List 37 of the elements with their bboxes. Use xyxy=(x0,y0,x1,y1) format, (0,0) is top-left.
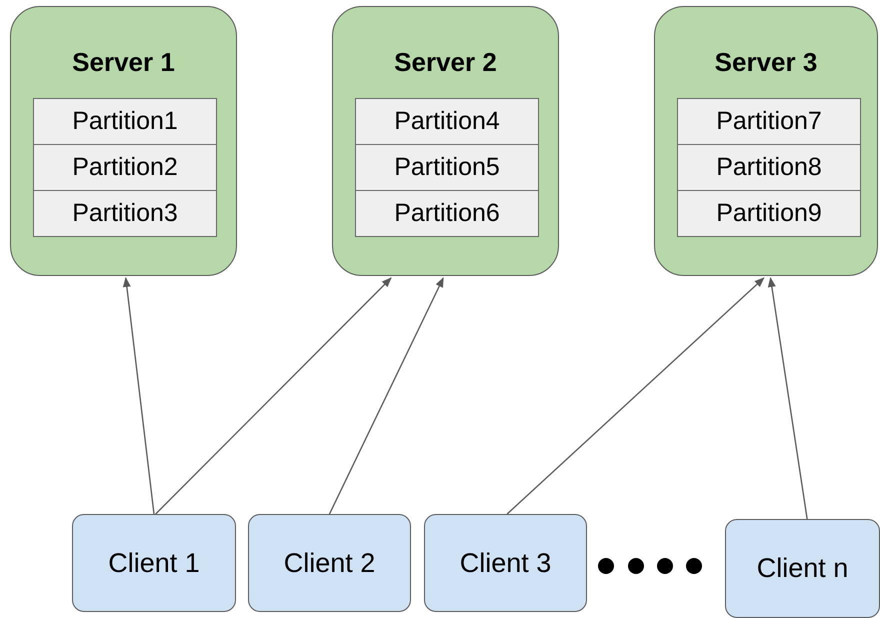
arrow xyxy=(122,277,155,514)
client-box xyxy=(248,514,411,612)
partition-box xyxy=(355,144,539,191)
partition-box xyxy=(33,144,217,191)
partition-box xyxy=(33,190,217,237)
arrow xyxy=(328,277,444,514)
partition-label: Partition5 xyxy=(394,153,500,182)
arrow xyxy=(768,277,808,520)
partition-box xyxy=(677,98,861,145)
client-label: Client n xyxy=(756,553,848,584)
partition-label: Partition7 xyxy=(716,107,822,136)
server-box xyxy=(10,6,237,276)
partition-box xyxy=(677,190,861,237)
server-title: Server 2 xyxy=(393,47,498,78)
partition-box xyxy=(355,98,539,145)
server-title: Server 1 xyxy=(71,47,176,78)
partition-label: Partition8 xyxy=(716,153,822,182)
client-box xyxy=(424,514,587,612)
partition-box xyxy=(677,144,861,191)
partition-label: Partition3 xyxy=(72,199,178,228)
client-label: Client 3 xyxy=(460,548,552,578)
arrow xyxy=(506,277,764,514)
server-box xyxy=(654,6,878,276)
partition-label: Partition2 xyxy=(72,153,178,182)
client-box xyxy=(725,519,880,618)
partition-label: Partition6 xyxy=(394,199,500,228)
client-label: Client 1 xyxy=(108,548,200,578)
partition-box xyxy=(355,190,539,237)
partition-box xyxy=(33,98,217,145)
client-label: Client 2 xyxy=(284,548,376,578)
partition-label: Partition1 xyxy=(72,107,178,136)
server-title: Server 3 xyxy=(714,47,818,78)
partition-label: Partition9 xyxy=(716,199,822,228)
arrow xyxy=(155,277,392,514)
server-box xyxy=(332,6,559,276)
partition-label: Partition4 xyxy=(394,107,500,136)
client-box xyxy=(72,514,236,612)
